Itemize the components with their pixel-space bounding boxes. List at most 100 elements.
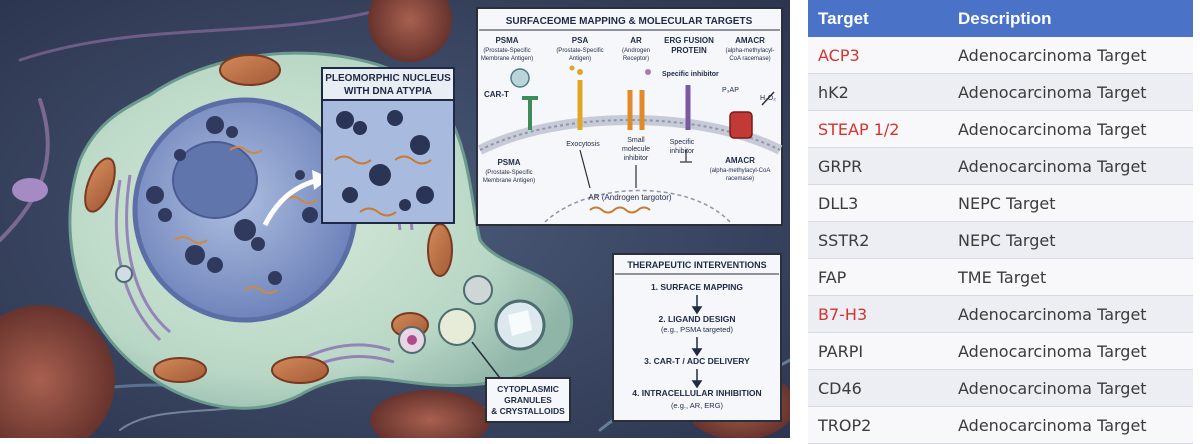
receptor-icons — [510, 65, 775, 163]
p3ap-label: P₃AP — [722, 87, 739, 94]
nuclear-envelope-arc — [544, 189, 731, 223]
target-cell: ACP3 — [808, 37, 948, 74]
h2o2-label: H₂O₂ — [760, 95, 776, 102]
target-erg-sub1: PROTEIN — [671, 46, 707, 55]
nucleus-title-line2: WITH DNA ATYPIA — [344, 86, 432, 97]
target-psa-sub1: (Prostate-Specific — [556, 48, 603, 54]
target-ar-name: AR — [630, 36, 642, 45]
therapeutic-title: THERAPEUTIC INTERVENTIONS — [627, 260, 766, 270]
zoom-dna — [334, 155, 432, 217]
amacr-bottom-label: AMACR — [725, 156, 755, 165]
surfaceome-labels: CAR-T Specific inhibitor P₃AP H₂O₂ PSMA … — [483, 71, 776, 202]
granules-label-2: GRANULES — [504, 395, 552, 405]
target-cell: hK2 — [808, 73, 948, 111]
description-cell: Adenocarcinoma Target — [948, 37, 1193, 74]
specific-inhibitor-label-2: inhibitor — [670, 148, 695, 155]
specific-inhibitor-top-label: Specific inhibitor — [662, 71, 719, 78]
zoom-arrow — [262, 177, 319, 227]
amacr-bottom-sub2: racemase) — [726, 176, 754, 182]
description-cell: Adenocarcinoma Target — [948, 73, 1193, 111]
description-cell: TME Target — [948, 258, 1193, 296]
amacr-bottom-sub1: (alpha-methylacyl-CoA — [710, 168, 771, 174]
target-cell: STEAP 1/2 — [808, 110, 948, 148]
target-psma-name: PSMA — [495, 36, 518, 45]
target-amacr-sub1: (alpha-methylacyl- — [725, 48, 774, 54]
dna-strands — [174, 146, 318, 294]
target-ar-sub2: Receptor) — [623, 56, 649, 62]
step-4: 4. INTRACELLULAR INHIBITION — [632, 388, 761, 398]
specific-inhibitor-label-1: Specific — [670, 139, 695, 146]
cell-illustration: PLEOMORPHIC NUCLEUS WITH DNA ATYPIA SURF… — [0, 0, 790, 438]
zoom-chromatin — [336, 110, 434, 211]
small-molecule-label-2: molecule — [622, 146, 650, 153]
target-psa-name: PSA — [572, 36, 589, 45]
target-cell: CD46 — [808, 369, 948, 407]
psma-bottom-label: PSMA — [497, 158, 520, 167]
description-cell: Adenocarcinoma Target — [948, 295, 1193, 333]
target-cell: DLL3 — [808, 184, 948, 222]
target-cell: SSTR2 — [808, 221, 948, 259]
granules-label-1: CYTOPLASMIC — [497, 384, 559, 394]
surfaceome-target-headers: PSMA (Prostate-Specific Membrane Antigen… — [481, 36, 775, 62]
description-cell: Adenocarcinoma Target — [948, 110, 1193, 148]
nucleus-zoom-title-bg — [321, 67, 455, 101]
target-erg-name: ERG FUSION — [664, 36, 714, 45]
granules-label-box — [485, 377, 571, 423]
step-4-detail: (e.g., AR, ERG) — [671, 401, 724, 410]
chromatin-clumps — [146, 116, 318, 285]
target-psma-sub2: Membrane Antigen) — [481, 56, 533, 62]
step-1: 1. SURFACE MAPPING — [651, 282, 743, 292]
neighbor-cell-bottom — [370, 390, 490, 438]
nucleolus — [172, 141, 258, 219]
description-cell: Adenocarcinoma Target — [948, 332, 1193, 370]
description-cell: NEPC Target — [948, 221, 1193, 259]
target-cell: PARPI — [808, 332, 948, 370]
target-amacr-name: AMACR — [735, 36, 765, 45]
granules-label-3: & CRYSTALLOIDS — [491, 406, 565, 416]
dna-helix — [589, 206, 651, 214]
psma-bottom-sub1: (Prostate-Specific — [485, 170, 532, 176]
step-2-detail: (e.g., PSMA targeted) — [661, 325, 734, 334]
therapeutic-steps: 1. SURFACE MAPPING 2. LIGAND DESIGN (e.g… — [632, 282, 761, 410]
description-cell: Adenocarcinoma Target — [948, 147, 1193, 185]
car-t-label: CAR-T — [484, 90, 509, 99]
target-cell: GRPR — [808, 147, 948, 185]
neighbor-cell-top — [368, 0, 452, 62]
step-3: 3. CAR-T / ADC DELIVERY — [644, 356, 750, 366]
surfaceome-title: SURFACEOME MAPPING & MOLECULAR TARGETS — [506, 16, 753, 27]
target-ar-sub1: (Androgen — [622, 48, 650, 54]
description-cell: Adenocarcinoma Target — [948, 369, 1193, 407]
target-psa-sub2: Antigen) — [569, 56, 591, 62]
neighbor-cell-left — [0, 305, 115, 438]
target-cell: B7-H3 — [808, 295, 948, 333]
exocytosis-label: Exocytosis — [566, 141, 600, 148]
surfaceome-arrows — [579, 149, 637, 189]
header-description: Description — [948, 0, 1193, 37]
table-header-row: Target Description — [808, 0, 1193, 37]
cytoplasmic-granules — [115, 265, 546, 354]
step-2: 2. LIGAND DESIGN — [659, 314, 736, 324]
small-molecule-label-3: inhibitor — [624, 155, 649, 162]
step-arrows — [691, 295, 703, 389]
granules-pointer — [471, 341, 501, 379]
description-cell: NEPC Target — [948, 184, 1193, 222]
ar-target-label: AR (Androgen targotor) — [588, 193, 671, 202]
psma-bottom-sub2: Membrane Antigen) — [483, 178, 535, 184]
nucleus-title-line1: PLEOMORPHIC NUCLEUS — [325, 73, 451, 84]
neighbor-cell-purple — [12, 178, 48, 202]
small-molecule-label-1: Small — [627, 137, 645, 144]
target-amacr-sub2: CoA racemase) — [729, 56, 770, 62]
